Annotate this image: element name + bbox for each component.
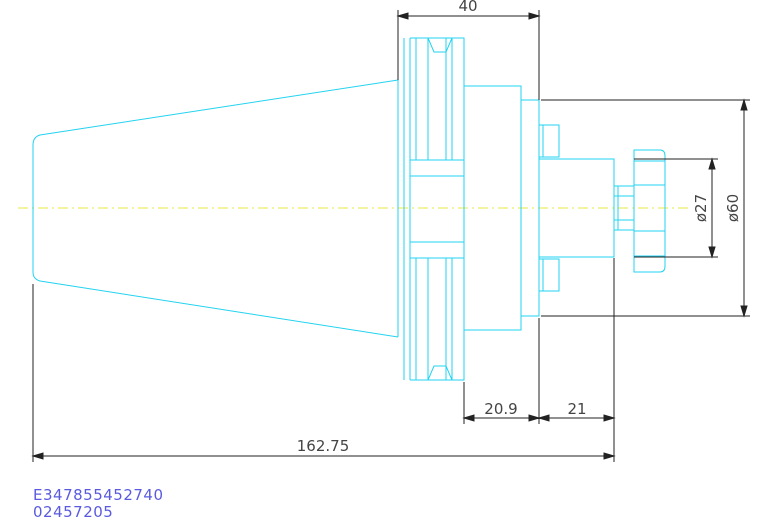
dim-diameter-27-label: ø27 <box>692 194 710 222</box>
taper-cone <box>32 79 399 338</box>
part-code: E347855452740 <box>33 486 164 504</box>
clamping-nut <box>633 149 666 273</box>
dim-shank-length-label: 20.9 <box>484 400 517 418</box>
dim-diameter-60-label: ø60 <box>724 194 742 222</box>
order-number: 02457205 <box>33 503 114 521</box>
dim-flange-width-label: 40 <box>458 0 477 15</box>
drive-keys <box>538 124 560 292</box>
dimension-lines <box>31 10 750 462</box>
tool-holder-outline <box>32 37 666 381</box>
dim-overall-length-label: 162.75 <box>297 437 350 455</box>
dim-nose-length-label: 21 <box>567 400 586 418</box>
flange <box>403 37 465 381</box>
